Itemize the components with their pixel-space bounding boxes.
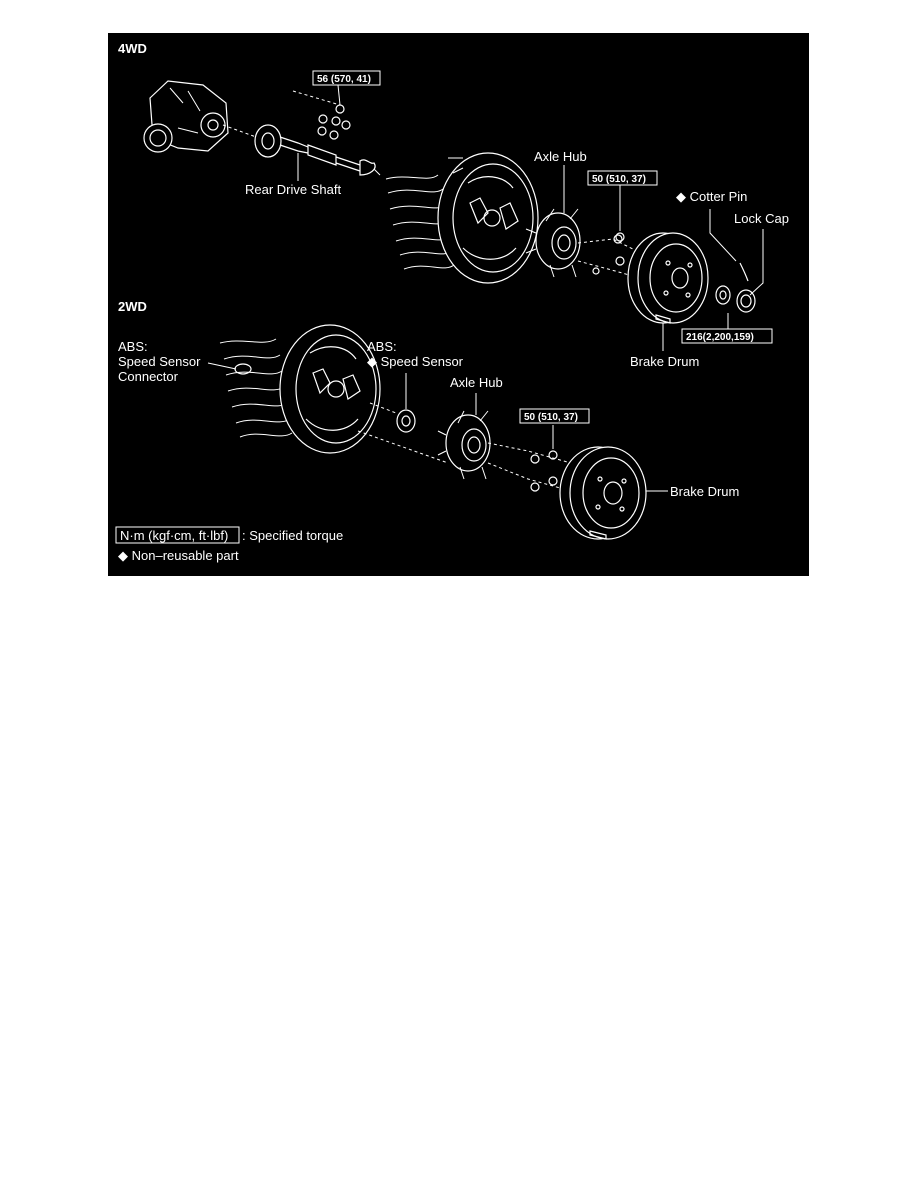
label-cotter-pin: ◆ Cotter Pin [676, 189, 747, 204]
diagram-canvas: 4WD 56 (570, 41) Rear Drive Shaft [115, 41, 789, 563]
rear-drive-shaft [222, 124, 381, 176]
label-abs-sensor-line1: ABS: [367, 339, 397, 354]
section-title-4wd: 4WD [118, 41, 147, 56]
backing-plate-4wd [437, 152, 539, 284]
lock-cap [736, 289, 756, 313]
label-abs-connector-line1: ABS: [118, 339, 148, 354]
label-brake-drum-2wd: Brake Drum [670, 484, 739, 499]
label-abs-sensor-line2: ◆ Speed Sensor [367, 354, 464, 369]
label-axle-hub-4wd: Axle Hub [534, 149, 587, 164]
brake-drum-4wd [627, 232, 709, 324]
label-abs-connector-line3: Connector [118, 369, 179, 384]
nuts-50-2wd [487, 425, 579, 494]
label-axle-hub-2wd: Axle Hub [450, 375, 503, 390]
torque-box-56 [312, 70, 381, 86]
legend-torque-desc: : Specified torque [242, 528, 343, 543]
lock-nut [715, 285, 731, 305]
legend-nonreusable: ◆ Non–reusable part [118, 548, 239, 563]
leader-abs-connector [207, 362, 237, 370]
torque-216: 216(2,200,159) [686, 332, 754, 343]
torque-box-216 [681, 328, 773, 344]
backing-plate-2wd [279, 324, 381, 454]
axle-hub-4wd [525, 208, 581, 278]
label-abs-connector-line2: Speed Sensor [118, 354, 201, 369]
section-title-2wd: 2WD [118, 299, 147, 314]
brake-drum-2wd [559, 446, 647, 540]
label-lock-cap: Lock Cap [734, 211, 789, 226]
torque-56: 56 (570, 41) [317, 74, 371, 85]
leader-lock-cap [749, 229, 764, 296]
label-brake-drum-4wd: Brake Drum [630, 354, 699, 369]
torque-50-2wd: 50 (510, 37) [524, 412, 578, 423]
legend-torque-box [115, 526, 240, 544]
nuts-56 [292, 84, 351, 140]
differential-carrier [143, 80, 229, 153]
cotter-pin [709, 209, 749, 282]
coil-spring-2wd [219, 338, 293, 438]
exploded-diagram: 4WD 56 (570, 41) Rear Drive Shaft [108, 33, 809, 576]
legend-torque-units: N·m (kgf·cm, ft·lbf) [120, 528, 228, 543]
torque-box-50-4wd [587, 170, 658, 186]
label-rear-drive-shaft: Rear Drive Shaft [245, 182, 341, 197]
axle-hub-2wd [437, 410, 491, 480]
speed-sensor [357, 373, 449, 464]
torque-50-4wd: 50 (510, 37) [592, 174, 646, 185]
torque-box-50-2wd [519, 408, 590, 424]
